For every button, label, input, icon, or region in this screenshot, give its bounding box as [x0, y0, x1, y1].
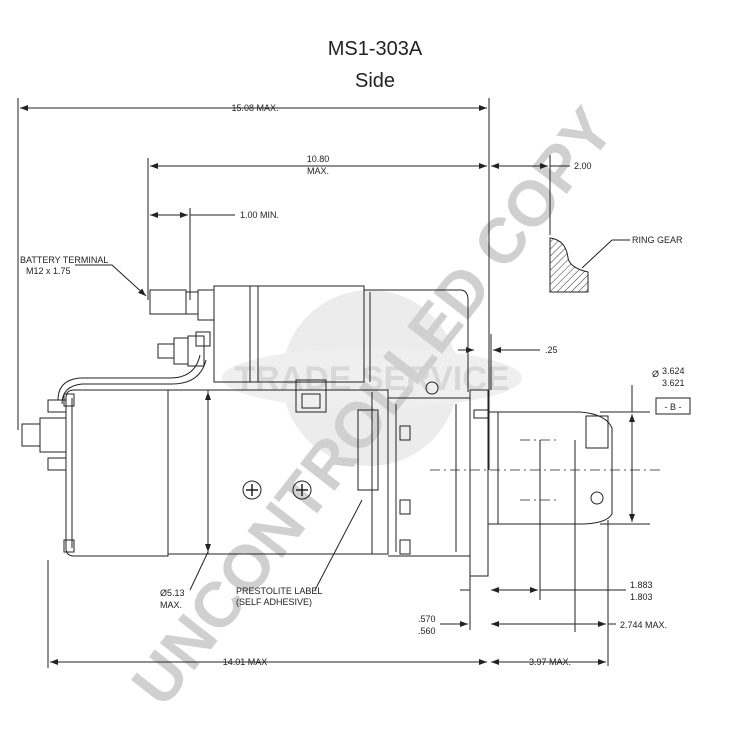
datum-b: - B -	[665, 402, 682, 412]
prestolite-label: PRESTOLITE LABEL	[236, 586, 322, 596]
screw-heads	[246, 484, 308, 496]
dim-nose-length: 2.744 MAX.	[620, 620, 667, 630]
callout-labels: BATTERY TERMINAL M12 x 1.75 RING GEAR PR…	[20, 235, 683, 607]
dim-overall-length: 15.08 MAX.	[231, 103, 278, 113]
battery-terminal-label: BATTERY TERMINAL	[20, 255, 108, 265]
prestolite-label-note: (SELF ADHESIVE)	[236, 597, 312, 607]
dim-body-length-2: MAX.	[307, 166, 329, 176]
ring-gear-label: RING GEAR	[632, 235, 683, 245]
starter-outline	[17, 98, 691, 668]
dim-front-length: 3.97 MAX.	[529, 657, 571, 667]
dim-pilot-dia-min: 3.621	[662, 378, 685, 388]
dim-pilot-dia-max: 3.624	[662, 366, 685, 376]
dim-rear-length: 14.01 MAX	[223, 657, 268, 667]
dim-body-dia-1: Ø5.13	[160, 588, 185, 598]
dim-body-dia-2: MAX.	[160, 600, 182, 610]
dim-pilot-dia-prefix: Ø	[652, 369, 659, 379]
dim-flange-gap: .25	[545, 345, 558, 355]
dim-pinion-2: 1.803	[630, 592, 653, 602]
battery-terminal-thread: M12 x 1.75	[26, 266, 71, 276]
dim-gear-offset: 2.00	[574, 161, 592, 171]
centerlines	[430, 439, 660, 501]
uncontrolled-copy-watermark: UNCONTROLLED COPY	[118, 94, 628, 718]
drawing-title: MS1-303A	[328, 38, 423, 60]
hidden-lines	[539, 440, 576, 500]
dim-min-gap: 1.00 MIN.	[240, 210, 279, 220]
drawing-subtitle: Side	[355, 70, 395, 92]
dimension-labels: 15.08 MAX. 10.80 MAX. 1.00 MIN. 2.00 .25…	[160, 103, 685, 667]
dim-pinion-1: 1.883	[630, 580, 653, 590]
dim-body-length-1: 10.80	[307, 154, 330, 164]
dim-flange-2: .560	[418, 626, 436, 636]
trade-service-text: TRADE SERVICE	[234, 360, 509, 398]
dim-flange-1: .570	[418, 614, 436, 624]
trade-service-watermark: TRADE SERVICE	[222, 290, 522, 466]
